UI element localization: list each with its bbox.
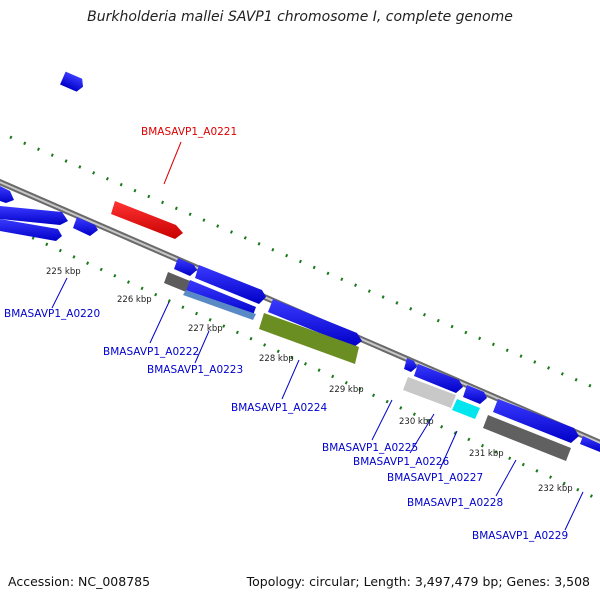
gene-bar-olive[interactable] xyxy=(259,313,359,364)
gene-arrow-dark-grey[interactable] xyxy=(483,415,571,461)
tick-label: 228 kbp xyxy=(259,354,294,364)
gene-arrow-blue[interactable] xyxy=(493,399,579,443)
gene-arrow-blue[interactable] xyxy=(174,258,197,276)
tick-label: 226 kbp xyxy=(117,295,152,305)
gene-arrow-blue[interactable] xyxy=(60,71,86,94)
tick-label: 229 kbp xyxy=(329,385,364,395)
gene-label-a0227[interactable]: BMASAVP1_A0227 xyxy=(387,472,483,484)
gene-label-a0225[interactable]: BMASAVP1_A0225 xyxy=(322,442,418,454)
gene-arrow-blue[interactable] xyxy=(268,299,362,347)
gene-label-a0224[interactable]: BMASAVP1_A0224 xyxy=(231,402,327,414)
gene-arrow-blue[interactable] xyxy=(404,358,417,372)
gene-arrow-blue[interactable] xyxy=(463,385,487,404)
gene-label-a0220[interactable]: BMASAVP1_A0220 xyxy=(4,308,100,320)
gene-label-a0221[interactable]: BMASAVP1_A0221 xyxy=(141,126,237,138)
gene-label-a0223[interactable]: BMASAVP1_A0223 xyxy=(147,364,243,376)
genome-summary-text: Topology: circular; Length: 3,497,479 bp… xyxy=(246,574,590,589)
tick-label: 232 kbp xyxy=(538,484,573,494)
outer-tick-ruler xyxy=(9,135,600,392)
gene-arrow-blue[interactable] xyxy=(0,206,68,225)
gene-arrow-blue[interactable] xyxy=(0,219,62,241)
accession-text: Accession: NC_008785 xyxy=(8,574,151,589)
gene-label-a0226[interactable]: BMASAVP1_A0226 xyxy=(353,456,449,468)
gene-label-a0229[interactable]: BMASAVP1_A0229 xyxy=(472,530,568,542)
tick-label: 227 kbp xyxy=(188,324,223,334)
tick-label: 230 kbp xyxy=(399,417,434,427)
gene-name-labels[interactable]: BMASAVP1_A0221 BMASAVP1_A0220 BMASAVP1_A… xyxy=(4,126,568,542)
tick-label: 225 kbp xyxy=(46,267,81,277)
map-title: Burkholderia mallei SAVP1 chromosome I, … xyxy=(87,9,513,25)
gene-arrow-cyan[interactable] xyxy=(452,399,480,419)
gene-label-a0222[interactable]: BMASAVP1_A0222 xyxy=(103,346,199,358)
gene-stripe-steelblue[interactable] xyxy=(183,290,256,320)
gene-features[interactable] xyxy=(0,71,600,461)
tick-labels: 225 kbp 226 kbp 227 kbp 228 kbp 229 kbp … xyxy=(46,267,573,494)
gene-arrow-blue[interactable] xyxy=(195,265,266,304)
label-leader-lines xyxy=(51,141,584,531)
gene-arrow-blue[interactable] xyxy=(580,436,600,452)
gene-arrow-blue[interactable] xyxy=(0,186,14,203)
gene-arrow-dark-grey[interactable] xyxy=(164,272,190,292)
gene-label-a0228[interactable]: BMASAVP1_A0228 xyxy=(407,497,503,509)
inner-tick-ruler xyxy=(4,223,600,502)
tick-label: 231 kbp xyxy=(469,449,504,459)
gene-arrow-blue[interactable] xyxy=(73,217,98,236)
gene-arrow-blue[interactable] xyxy=(414,364,463,393)
gene-arrow-red[interactable] xyxy=(111,201,183,239)
gene-arrow-light-grey[interactable] xyxy=(403,377,456,408)
